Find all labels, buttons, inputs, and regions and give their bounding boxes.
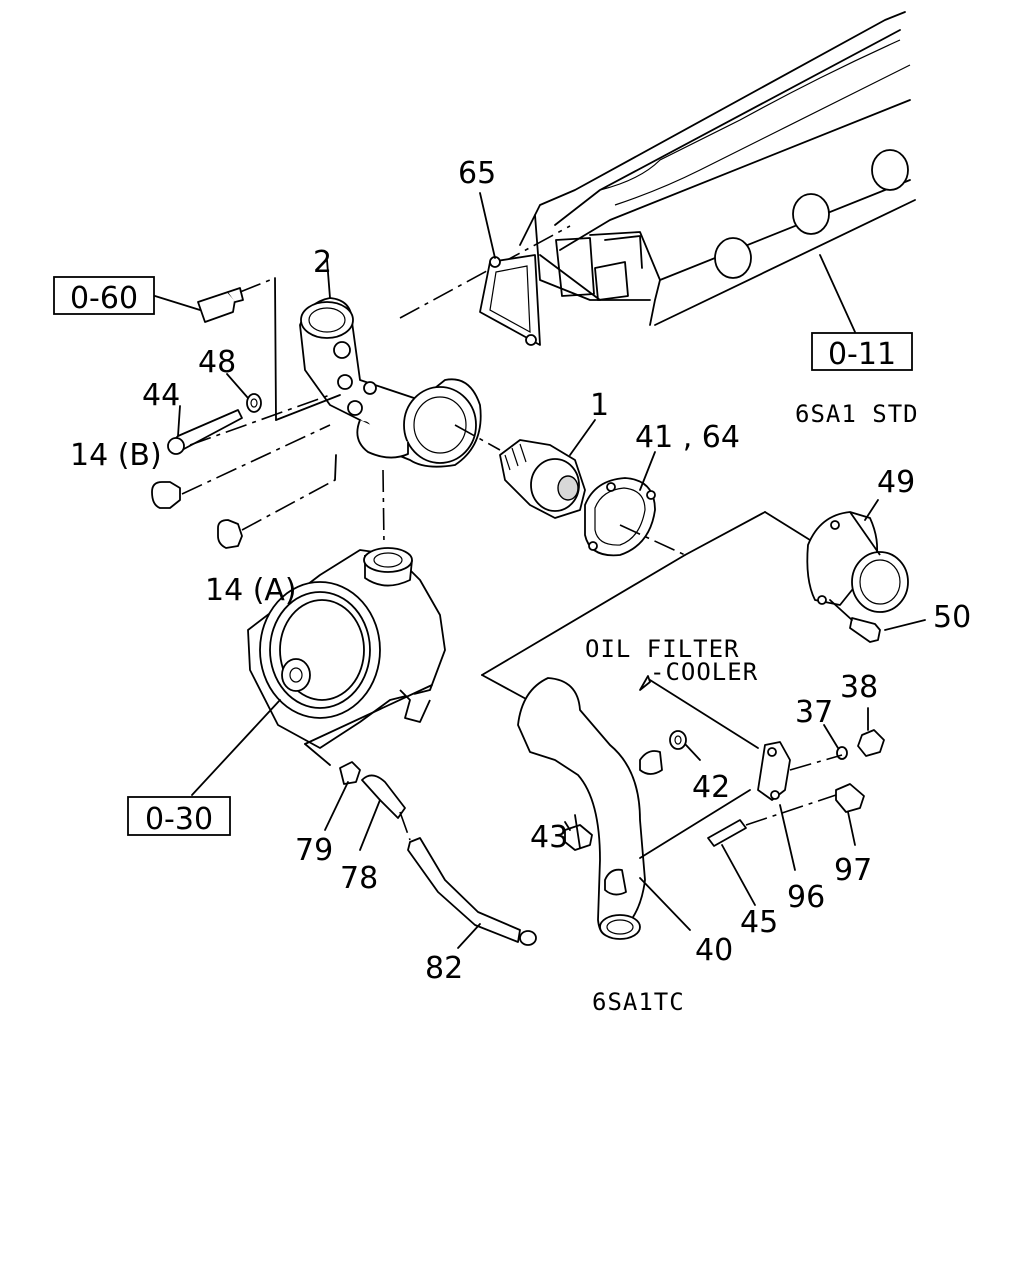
callout-79: 79	[295, 833, 333, 868]
ref-box-0-11[interactable]: 0-11	[811, 332, 913, 372]
hose-pipe-drawing	[324, 761, 537, 949]
callout-40: 40	[695, 933, 733, 968]
callout-38: 38	[840, 670, 878, 705]
callout-48: 48	[198, 345, 236, 380]
callout-43: 43	[530, 820, 568, 855]
callout-1: 1	[590, 388, 609, 423]
callout-49: 49	[877, 465, 915, 500]
callout-37: 37	[795, 695, 833, 730]
callout-65: 65	[458, 156, 496, 191]
callout-45: 45	[740, 905, 778, 940]
cylinder-head-drawing	[399, 11, 916, 333]
callout-96: 96	[787, 880, 825, 915]
thermostat-drawing	[454, 419, 596, 519]
thermostat-housing-drawing	[299, 259, 482, 468]
ref-box-0-30[interactable]: 0-30	[127, 796, 231, 837]
bolt-washer-plug-drawing	[151, 373, 331, 509]
bracket-96-drawing	[639, 675, 885, 906]
note-6sa1tc: 6SA1TC	[592, 988, 685, 1016]
callout-14a: 14 (A)	[205, 573, 297, 608]
callout-41-64: 41 , 64	[635, 420, 740, 455]
ref-label-0-30: 0-30	[145, 802, 213, 837]
coolant-pipe-40-drawing	[517, 677, 751, 940]
note-oil-filter: OIL FILTER	[585, 635, 740, 663]
note-6sa1-std: 6SA1 STD	[795, 400, 919, 428]
note-cooler: -COOLER	[650, 658, 758, 686]
callout-78: 78	[340, 861, 378, 896]
plug-14a-drawing	[217, 454, 337, 549]
sensor-drawing	[154, 277, 341, 421]
callout-42: 42	[692, 770, 730, 805]
gasket-41-64-drawing	[584, 451, 686, 557]
gasket-65-drawing	[479, 192, 541, 346]
ref-box-0-60[interactable]: 0-60	[53, 276, 155, 316]
callout-14b: 14 (B)	[70, 438, 162, 473]
callout-97: 97	[834, 853, 872, 888]
callout-50: 50	[933, 600, 971, 635]
ref-label-0-11: 0-11	[828, 337, 896, 372]
callout-82: 82	[425, 951, 463, 986]
callout-2: 2	[313, 245, 332, 280]
ref-label-0-60: 0-60	[70, 281, 138, 316]
water-pump-drawing	[191, 469, 446, 796]
callout-44: 44	[142, 378, 180, 413]
outlet-49-drawing	[481, 499, 926, 701]
